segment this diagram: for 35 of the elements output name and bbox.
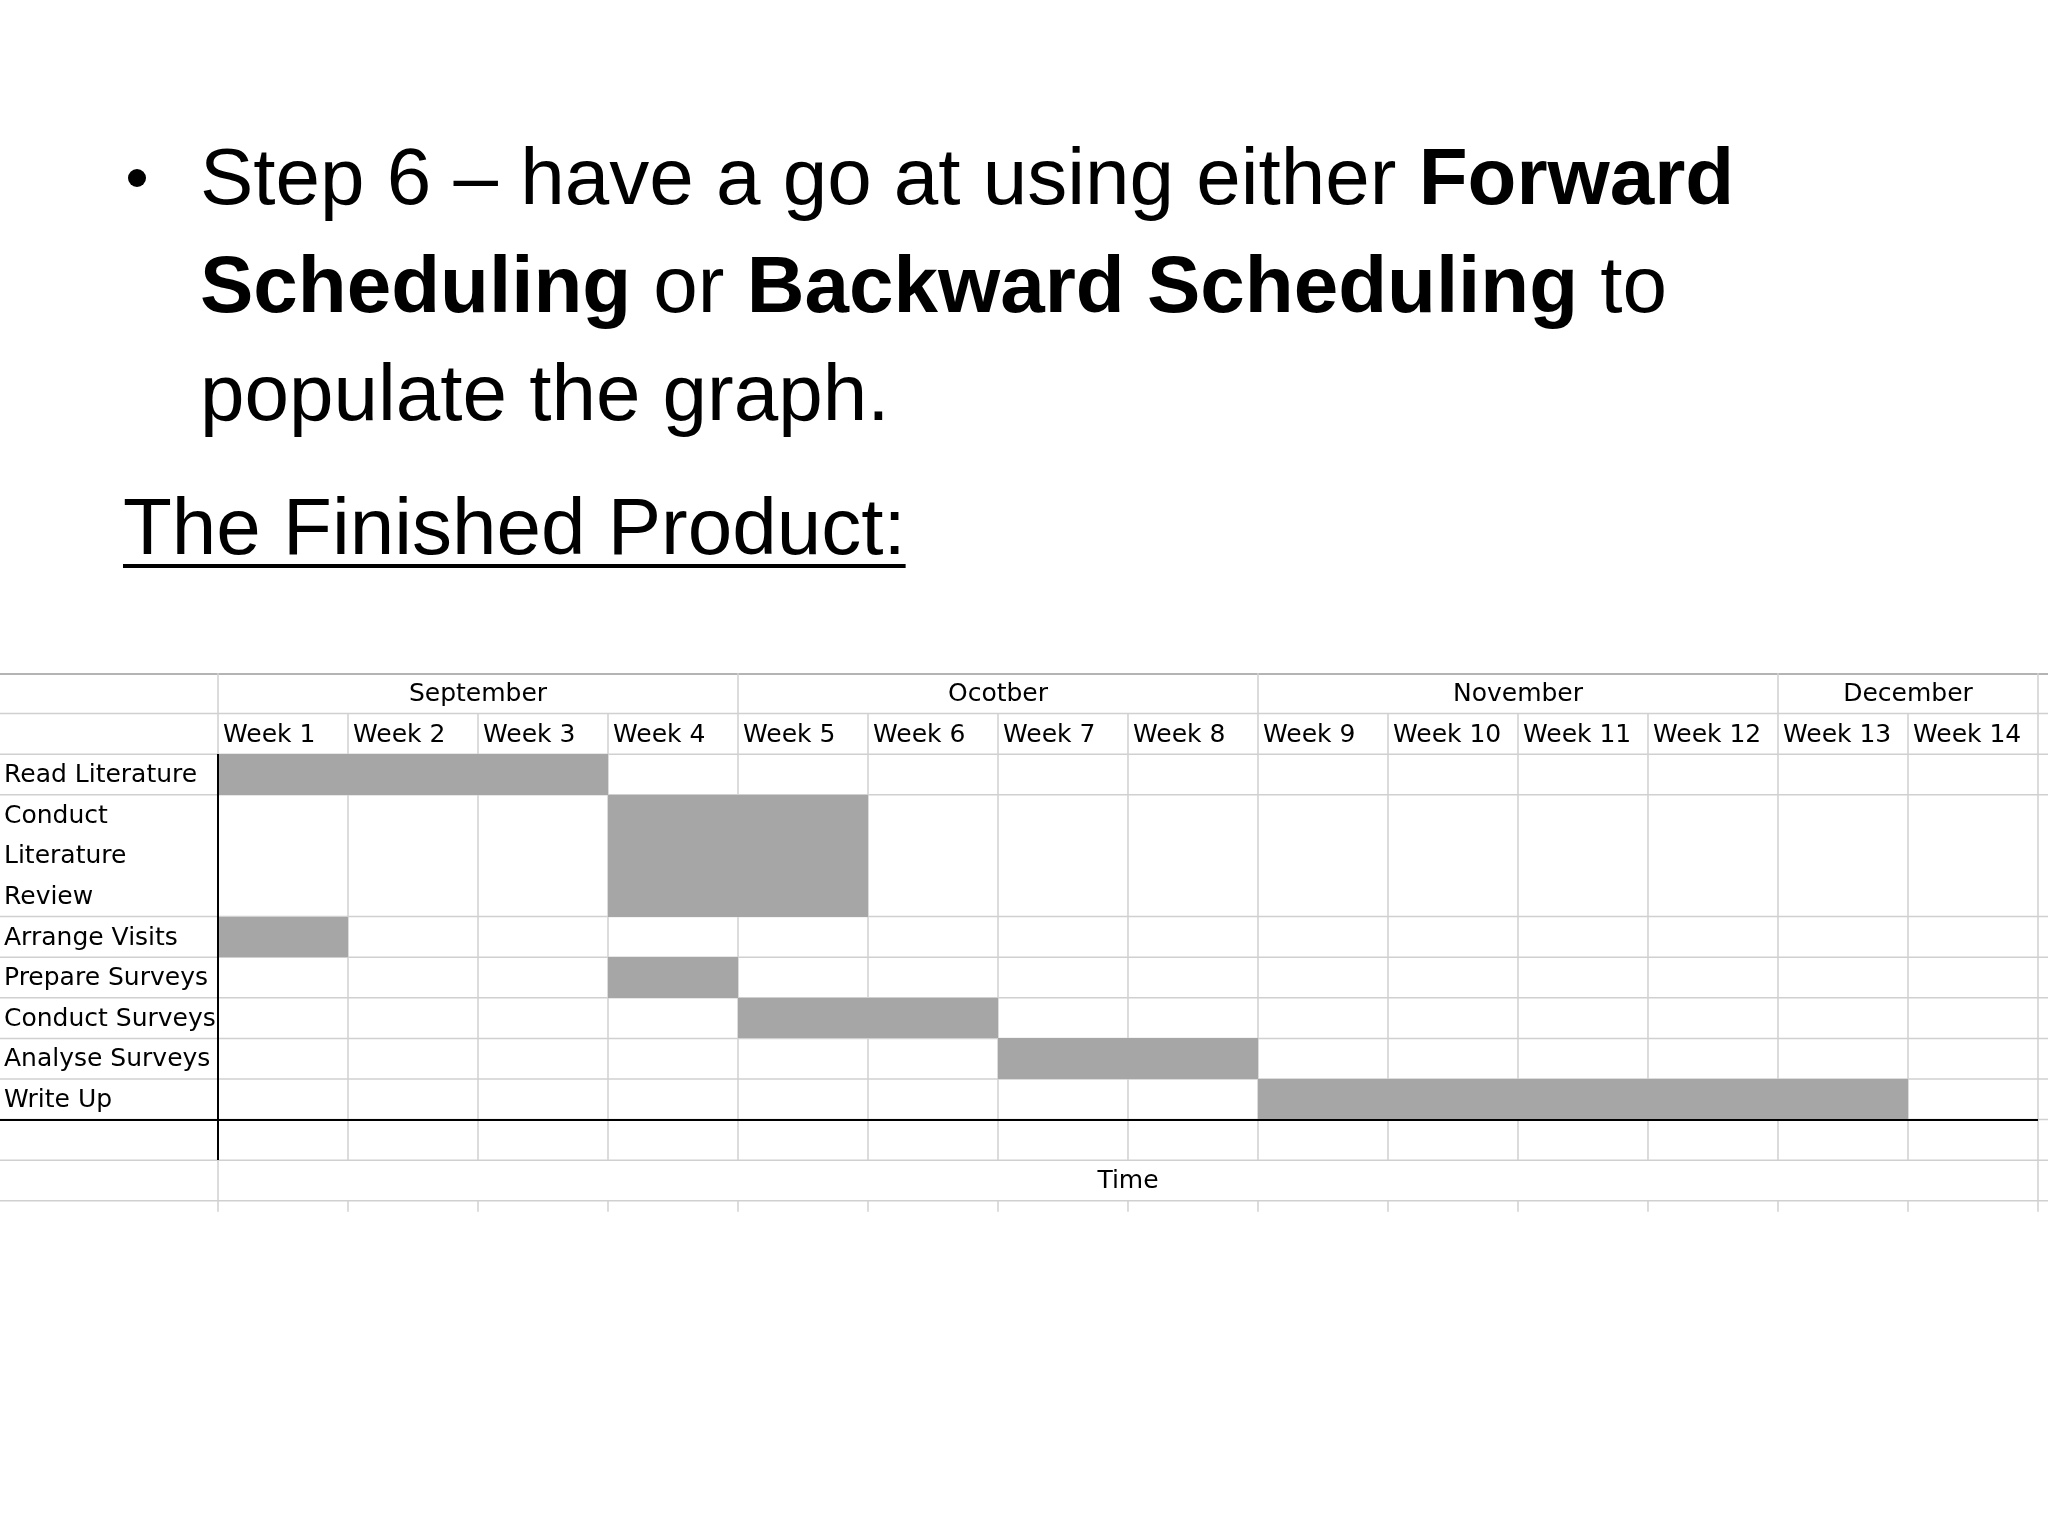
gantt-bar [218, 754, 608, 795]
gantt-bar [738, 997, 998, 1039]
week-label: Week 10 [1393, 717, 1502, 750]
gantt-bar [998, 1038, 1258, 1079]
task-label: Prepare Surveys [4, 961, 208, 994]
week-label: Week 3 [483, 717, 576, 750]
week-label: Week 5 [743, 717, 836, 750]
task-label: Conduct Surveys [4, 1001, 216, 1034]
task-label: Read Literature [4, 758, 198, 791]
axis-title: Time [1097, 1164, 1159, 1197]
week-label: Week 9 [1263, 717, 1356, 750]
body-text: Step 6 – have a go at using either Forward Scheduling or Backward Scheduling to populate the graph. [200, 131, 1736, 439]
week-label: Week 11 [1523, 717, 1632, 750]
gantt-bar [1258, 1079, 1908, 1120]
task-label: Write Up [4, 1083, 113, 1115]
task-label: Conduct Literature Review [4, 798, 127, 912]
month-label: September [408, 677, 548, 709]
week-label: Week 1 [223, 717, 316, 750]
task-label: Arrange Visits [4, 920, 178, 953]
week-label: Week 6 [873, 717, 966, 750]
week-label: Week 8 [1133, 717, 1226, 750]
gantt-bar [218, 916, 348, 958]
week-label: Week 4 [613, 717, 706, 750]
month-label: Ocotber [947, 677, 1049, 709]
gantt-bar [608, 957, 738, 998]
week-label: Week 7 [1003, 717, 1096, 750]
month-label: November [1452, 677, 1584, 709]
week-label: Week 14 [1913, 717, 2022, 750]
task-label: Analyse Surveys [4, 1042, 211, 1075]
week-label: Week 13 [1783, 717, 1892, 750]
week-label: Week 2 [353, 717, 446, 750]
gantt-bar [608, 794, 868, 917]
week-label: Week 12 [1653, 717, 1762, 750]
section-heading: The Finished Product: [123, 481, 906, 573]
month-label: December [1843, 677, 1973, 709]
